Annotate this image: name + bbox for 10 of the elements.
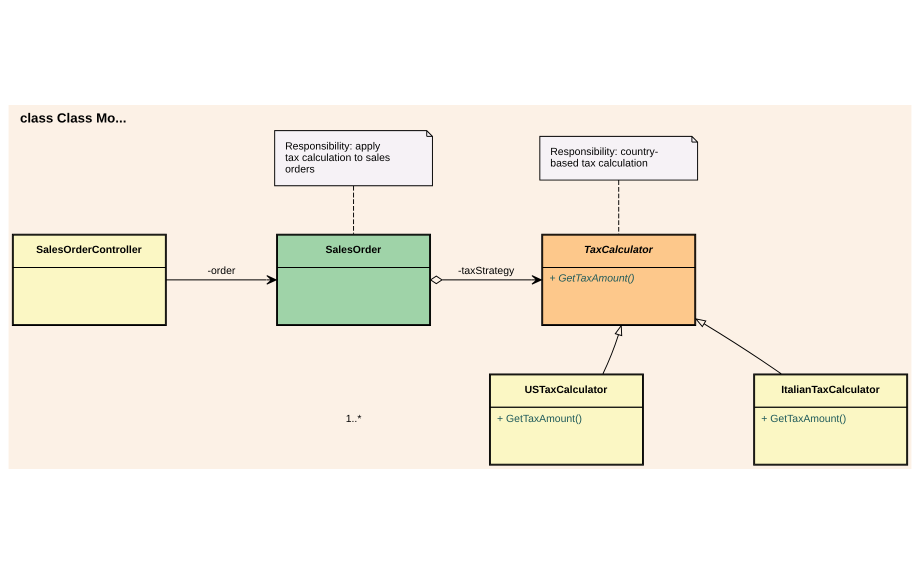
arrow — [430, 275, 542, 285]
label: 1..* — [346, 414, 362, 426]
arrow — [602, 324, 622, 374]
connector — [353, 186, 354, 234]
arrow — [166, 275, 277, 285]
edge-label: -order — [208, 266, 236, 277]
connector — [618, 180, 620, 235]
arrow — [694, 318, 782, 374]
diagram-title: class Class Mo... — [20, 110, 126, 126]
edge-label: -taxStrategy — [458, 266, 514, 277]
